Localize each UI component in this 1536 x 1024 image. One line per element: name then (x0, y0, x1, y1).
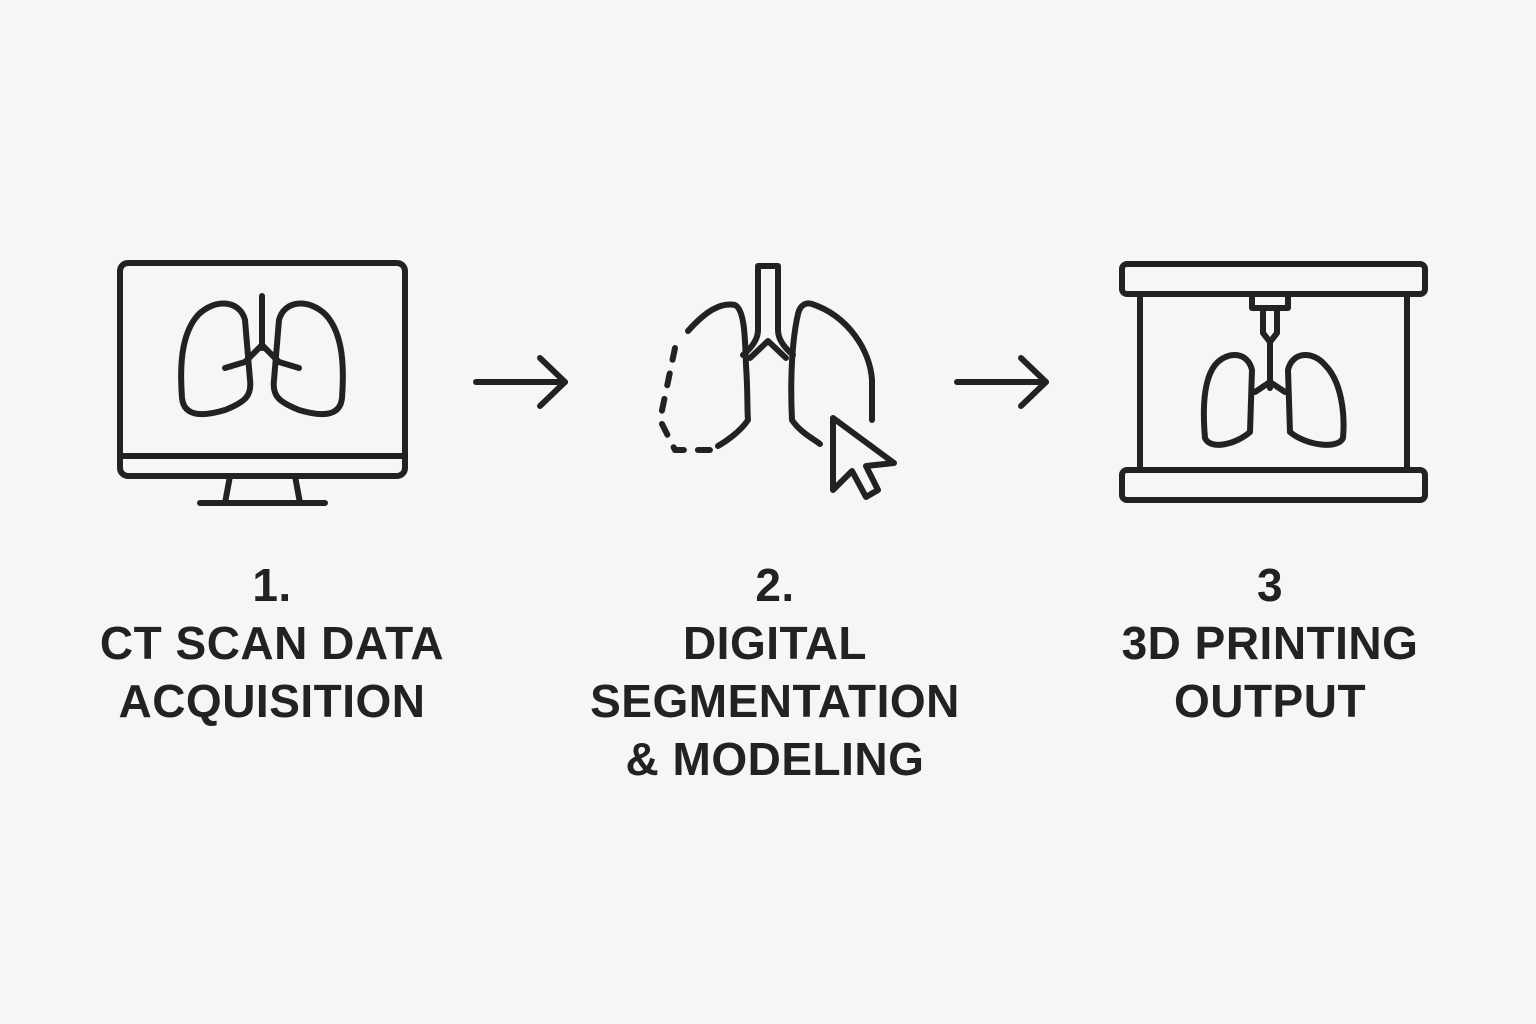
step-number: 3 (1256, 559, 1284, 611)
step-title-line: ACQUISITION (118, 675, 426, 727)
step-number: 2. (755, 559, 795, 611)
step-title-line: CT SCAN DATA (99, 617, 445, 669)
step-title-line: 3D PRINTING (1121, 617, 1419, 669)
step-2-label: 2. DIGITAL SEGMENTATION & MODELING (535, 556, 1015, 788)
step-title-line: DIGITAL (682, 617, 868, 669)
arrow-right-icon (954, 355, 1049, 409)
step-3-label: 3 3D PRINTING OUTPUT (1030, 556, 1510, 730)
monitor-lungs-icon (117, 260, 408, 506)
step-title-line: & MODELING (625, 733, 925, 785)
step-1-label: 1. CT SCAN DATA ACQUISITION (32, 556, 512, 730)
arrow-right-icon (473, 355, 568, 409)
step-title-line: OUTPUT (1173, 675, 1367, 727)
step-number: 1. (252, 559, 292, 611)
lungs-segmentation-cursor-icon (657, 263, 897, 500)
3d-printer-lungs-icon (1119, 261, 1428, 503)
step-title-line: SEGMENTATION (590, 675, 960, 727)
